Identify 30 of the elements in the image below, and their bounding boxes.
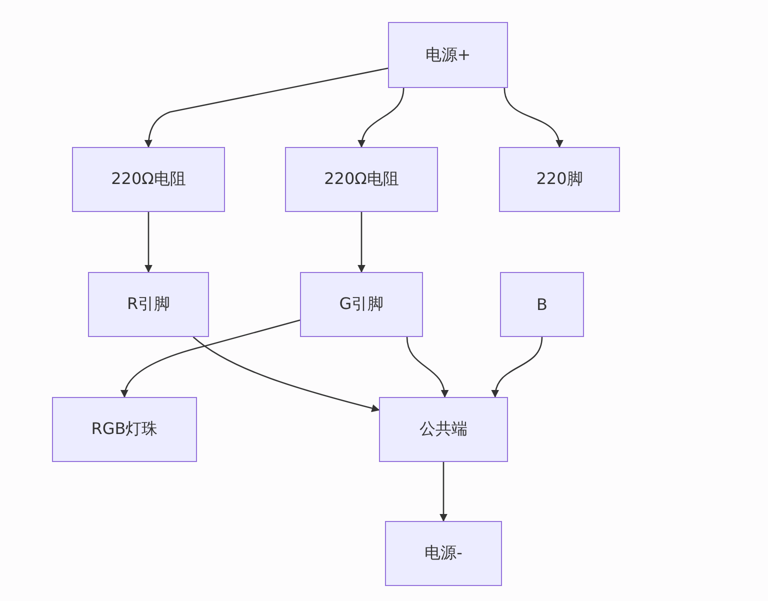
node-label: 电源+	[425, 44, 471, 66]
arrow	[144, 68, 388, 148]
arrow	[358, 88, 404, 148]
process-box	[379, 397, 508, 462]
process-box	[388, 22, 508, 88]
process-box	[72, 147, 225, 212]
arrow	[192, 336, 380, 412]
process-box	[385, 521, 502, 586]
arrow	[492, 336, 543, 398]
node-label: 电源-	[424, 543, 462, 564]
process-box	[499, 147, 620, 212]
node-label: G引脚	[339, 294, 384, 315]
process-box	[300, 272, 423, 337]
node-label: RGB灯珠	[91, 419, 158, 440]
process-box	[88, 272, 209, 337]
node-label: 220Ω电阻	[111, 169, 186, 190]
arrow	[358, 212, 366, 273]
process-box	[52, 397, 197, 462]
process-box	[500, 272, 584, 337]
node-label: 220Ω电阻	[324, 169, 399, 190]
node-label: 220脚	[536, 169, 583, 190]
process-box	[285, 147, 438, 212]
arrow	[504, 88, 562, 148]
arrow	[406, 336, 448, 398]
node-label: 公共端	[420, 419, 468, 440]
node-label: R引脚	[126, 294, 170, 315]
arrow	[121, 319, 300, 398]
arrow	[440, 462, 448, 522]
arrow	[144, 212, 152, 273]
node-label: B	[536, 295, 548, 314]
